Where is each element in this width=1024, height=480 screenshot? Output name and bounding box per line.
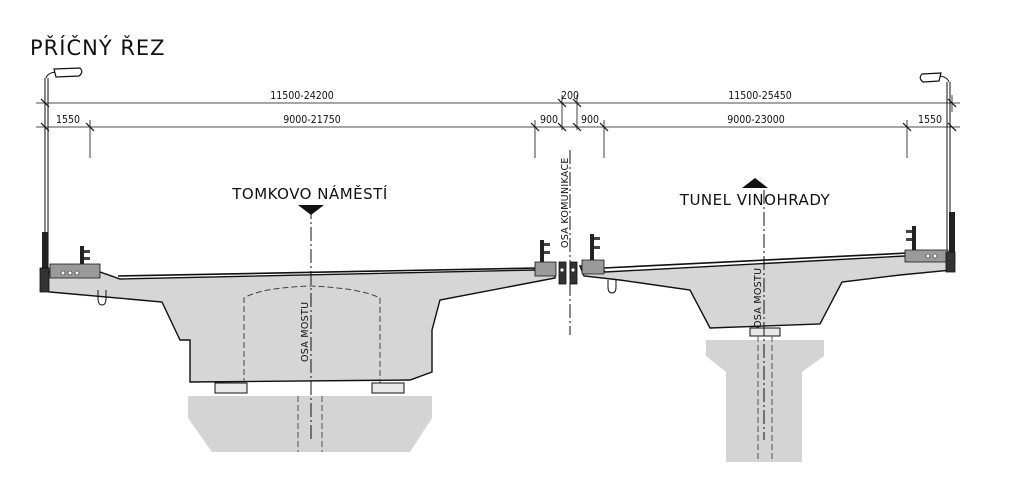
street-lamp-left (42, 67, 83, 270)
left-bridge-deck (39, 240, 557, 394)
direction-label-left: TOMKOVO NÁMĚSTÍ (231, 184, 388, 203)
drawing-title: PŘÍČNÝ ŘEZ (30, 35, 166, 60)
dim-joint-gap: 200 (561, 90, 579, 102)
dim-left-edge: 1550 (56, 114, 80, 126)
right-bridge-deck (578, 226, 956, 337)
dimension-row-top: 11500-24200 200 11500-25450 (36, 90, 960, 130)
dim-left-total: 11500-24200 (270, 90, 334, 102)
dim-left-inner: 900 (540, 114, 558, 126)
right-pier (706, 336, 824, 462)
dim-left-carriageway: 9000-21750 (283, 114, 341, 126)
deck-joint (558, 261, 578, 285)
dim-right-total: 11500-25450 (728, 90, 792, 102)
direction-arrow-down-icon (298, 205, 324, 215)
left-bridge-axis-label: OSA MOSTU (300, 302, 311, 362)
dimension-row-bottom: 1550 9000-21750 900 900 9000-23000 1550 (36, 114, 960, 158)
left-pier (188, 396, 432, 452)
direction-arrow-up-icon (742, 178, 768, 188)
street-lamp-right (919, 72, 955, 260)
dim-right-edge: 1550 (918, 114, 942, 126)
dim-right-inner: 900 (581, 114, 599, 126)
dim-right-carriageway: 9000-23000 (727, 114, 785, 126)
road-axis-label: OSA KOMUNIKACE (560, 157, 571, 248)
direction-label-right: TUNEL VINOHRADY (679, 191, 831, 209)
right-bridge-axis-label: OSA MOSTU (753, 268, 764, 328)
